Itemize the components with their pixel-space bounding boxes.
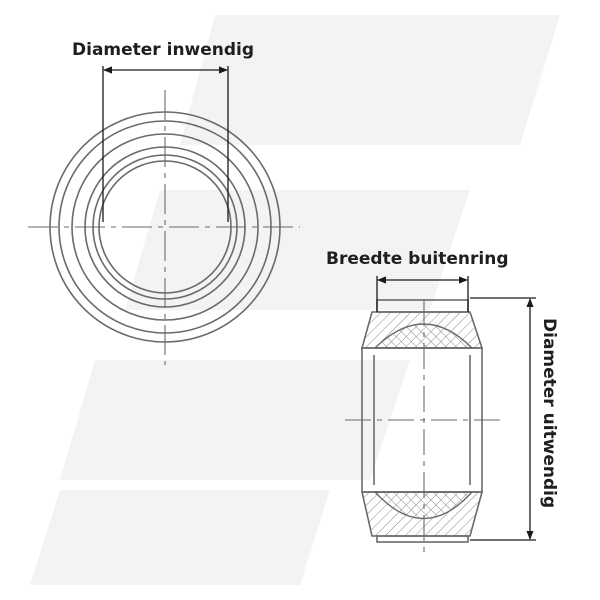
inner-diameter-dimension — [102, 66, 229, 222]
outer-diameter-dimension — [470, 297, 536, 541]
front-view — [28, 90, 300, 365]
outer-ring-bottom-band — [376, 535, 469, 543]
outer-ring-width-dimension — [376, 276, 469, 312]
outer-ring-inner-edge — [71, 133, 259, 321]
outer-ring-width-label: Breedte buitenring — [326, 249, 508, 269]
inner-diameter-label: Diameter inwendig — [72, 40, 254, 60]
outer-diameter-label: Diameter uitwendig — [539, 318, 559, 508]
side-view — [345, 299, 500, 555]
